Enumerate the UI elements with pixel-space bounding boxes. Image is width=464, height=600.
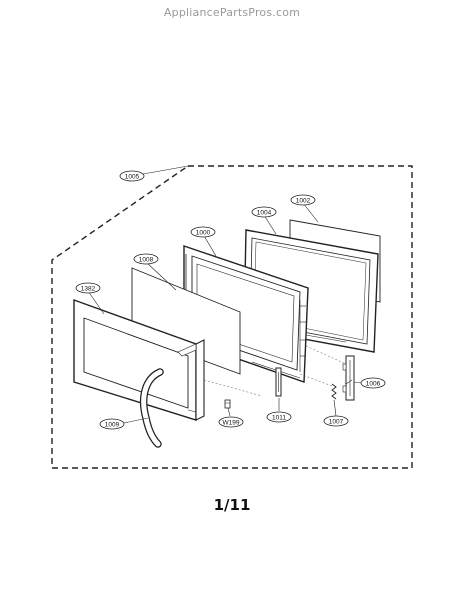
part-1006-latch-assembly bbox=[342, 355, 355, 401]
callout-1008: 1008 bbox=[133, 253, 159, 265]
callout-label: 1004 bbox=[257, 209, 272, 216]
part-1382-outer-door bbox=[73, 299, 205, 421]
callout-label: 1000 bbox=[196, 229, 211, 236]
callout-1009: 1009 bbox=[99, 418, 125, 430]
callout-1002: 1002 bbox=[290, 194, 316, 206]
callout-1004: 1004 bbox=[251, 206, 277, 218]
callout-label: 1006 bbox=[366, 380, 381, 387]
part-w199-screw bbox=[224, 399, 231, 409]
callout-label: 1005 bbox=[125, 173, 140, 180]
part-1008-glass-sheet bbox=[131, 267, 241, 375]
assembly-boundary bbox=[51, 165, 413, 469]
callout-1005: 1005 bbox=[119, 170, 145, 182]
callout-1000: 1000 bbox=[190, 226, 216, 238]
callout-1007: 1007 bbox=[323, 415, 349, 427]
callout-1011: 1011 bbox=[266, 411, 292, 423]
watermark: AppliancePartsPros.com bbox=[163, 6, 301, 19]
alignment-lines bbox=[203, 345, 347, 397]
page-number: 1/11 bbox=[213, 496, 251, 514]
callout-w199: W199 bbox=[218, 416, 244, 428]
leader-lines bbox=[87, 165, 353, 424]
callout-label: 1009 bbox=[105, 421, 120, 428]
part-1007-spring bbox=[331, 383, 337, 400]
callout-label: 1007 bbox=[329, 418, 344, 425]
door-handle bbox=[139, 368, 164, 448]
part-1011-latch-hook bbox=[275, 367, 282, 397]
callout-label: 1011 bbox=[272, 414, 286, 421]
callout-1006: 1006 bbox=[353, 377, 386, 389]
callout-label: 1008 bbox=[139, 256, 154, 263]
callout-1382: 1382 bbox=[75, 282, 101, 294]
callout-label: 1382 bbox=[81, 285, 96, 292]
callout-label: 1002 bbox=[296, 197, 311, 204]
callout-label: W199 bbox=[223, 419, 240, 426]
